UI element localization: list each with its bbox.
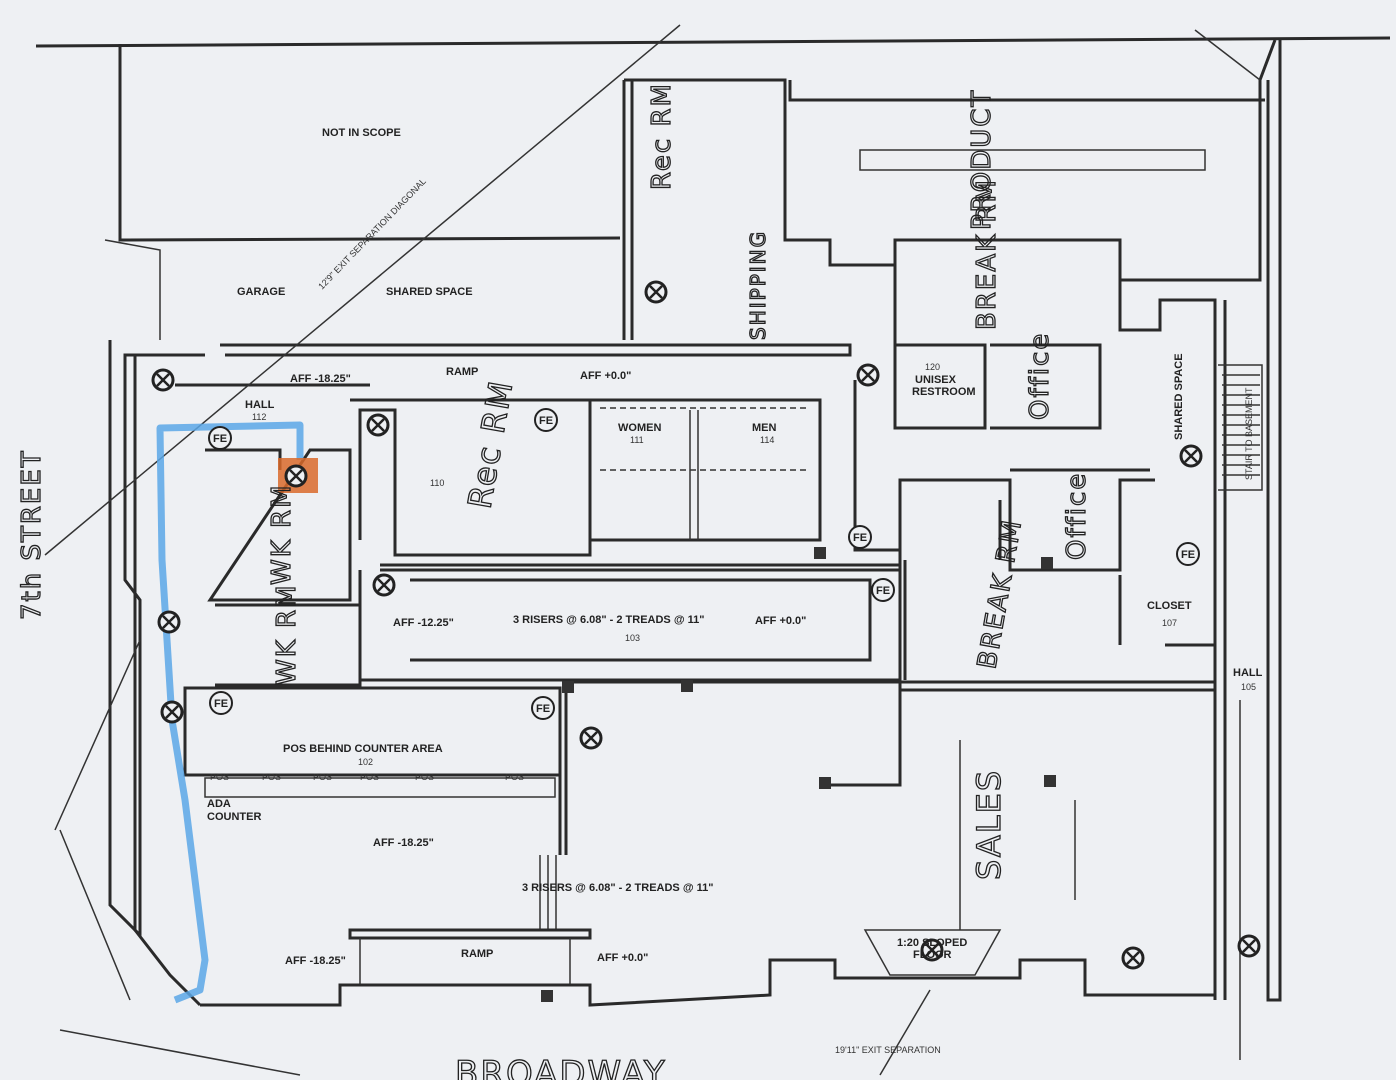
fire-extinguisher-icon: FE [534, 408, 558, 432]
label-men: MEN [752, 422, 777, 434]
handwritten-office-top: Office [1025, 332, 1055, 420]
label-pos: POS [505, 772, 524, 782]
room-number: 105 [1241, 682, 1256, 692]
fire-extinguisher-icon: FE [848, 525, 872, 549]
label-ada: ADA [207, 798, 231, 810]
exit-light-icon [1121, 946, 1145, 970]
junction-box-icon [681, 680, 693, 692]
label-ramp-bottom: RAMP [461, 948, 493, 960]
label-risers-mid: 3 RISERS @ 6.08" - 2 TREADS @ 11" [513, 614, 704, 626]
walls [35, 24, 1391, 1076]
exit-light-icon [920, 938, 944, 962]
symbols: FE FE FE FE FE FE FE [151, 280, 1261, 1002]
fire-extinguisher-label: FE [536, 703, 550, 715]
handwritten-rec-rm-top: Rec RM [647, 82, 677, 190]
label-shared-space: SHARED SPACE [386, 286, 473, 298]
junction-box-icon [562, 681, 574, 693]
exit-light-icon [160, 700, 184, 724]
fire-extinguisher-icon: FE [1176, 542, 1200, 566]
junction-box-icon [814, 547, 826, 559]
label-risers-lower: 3 RISERS @ 6.08" - 2 TREADS @ 11" [522, 882, 713, 894]
label-stair-to-basement: STAIR TO BASEMENT [1244, 387, 1254, 480]
label-hall: HALL [245, 399, 275, 411]
junction-box-icon [819, 777, 831, 789]
label-sloped-floor: 1:20 SLOPED [897, 937, 967, 949]
handwritten-wk-rm-1: WK RM [267, 483, 297, 585]
label-pos: POS [360, 772, 379, 782]
label-counter: COUNTER [207, 811, 261, 823]
handwritten-sales: SALES [970, 769, 1008, 880]
fire-extinguisher-icon: FE [209, 691, 233, 715]
label-aff-mid-right: AFF +0.0" [755, 615, 806, 627]
label-shared-space-right: SHARED SPACE [1173, 353, 1185, 440]
handwritten-broadway: BROADWAY [455, 1054, 667, 1080]
room-number: 111 [630, 435, 644, 445]
label-garage: GARAGE [237, 286, 285, 298]
label-pos: POS [262, 772, 281, 782]
exit-light-icon [644, 280, 668, 304]
fire-extinguisher-label: FE [1181, 549, 1195, 561]
exit-light-icon [1179, 444, 1203, 468]
label-floor: FLOOR [913, 949, 952, 961]
label-aff-top-right: AFF +0.0" [580, 370, 631, 382]
label-not-in-scope: NOT IN SCOPE [322, 127, 401, 139]
exit-light-icon [856, 363, 880, 387]
exit-light-icon [284, 464, 308, 488]
exit-light-icon [579, 726, 603, 750]
label-hall-right: HALL [1233, 667, 1263, 679]
label-pos: POS [415, 772, 434, 782]
label-pos: POS [313, 772, 332, 782]
room-number: 120 [925, 362, 940, 372]
handwritten-wk-rm-2: WK RM [272, 583, 302, 685]
label-restroom: RESTROOM [912, 386, 976, 398]
junction-box-icon [1041, 557, 1053, 569]
label-women: WOMEN [618, 422, 661, 434]
fire-extinguisher-label: FE [539, 415, 553, 427]
room-number: 103 [625, 633, 640, 643]
handwritten-shipping: SHIPPING [746, 230, 770, 340]
room-number: 102 [358, 757, 373, 767]
label-pos: POS [210, 772, 229, 782]
handwritten-7th-street: 7th STREET [17, 449, 47, 620]
label-aff-hall: AFF -18.25" [290, 373, 351, 385]
fire-extinguisher-icon: FE [531, 696, 555, 720]
label-aff-bottom-right: AFF +0.0" [597, 952, 648, 964]
label-exit-separation-bottom: 19'11" EXIT SEPARATION [835, 1045, 941, 1055]
exit-light-icon [366, 413, 390, 437]
room-number: 114 [760, 435, 774, 445]
handwritten-break-rm-top: BREAK RM [972, 178, 1002, 330]
exit-light-icon [157, 610, 181, 634]
room-number: 107 [1162, 618, 1177, 628]
exit-light-icon [372, 573, 396, 597]
label-aff-counter: AFF -18.25" [373, 837, 434, 849]
label-unisex: UNISEX [915, 374, 957, 386]
handwritten-office-mid: Office [1062, 472, 1092, 560]
label-closet: CLOSET [1147, 600, 1192, 612]
room-number: 110 [430, 478, 444, 488]
fire-extinguisher-label: FE [213, 433, 227, 445]
handwritten-product: PRODUCT [967, 89, 997, 230]
fire-extinguisher-label: FE [853, 532, 867, 544]
fire-extinguisher-icon: FE [871, 578, 895, 602]
exit-light-icon [151, 368, 175, 392]
junction-box-icon [541, 990, 553, 1002]
label-aff-bottom-left: AFF -18.25" [285, 955, 346, 967]
label-ramp-top: RAMP [446, 366, 478, 378]
fire-extinguisher-label: FE [214, 698, 228, 710]
junction-box-icon [1044, 775, 1056, 787]
fire-extinguisher-label: FE [876, 585, 890, 597]
label-pos-area: POS BEHIND COUNTER AREA [283, 743, 443, 755]
fire-extinguisher-icon: FE [208, 426, 232, 450]
label-aff-mid-left: AFF -12.25" [393, 617, 454, 629]
exit-light-icon [1237, 934, 1261, 958]
room-number: 112 [252, 412, 266, 422]
